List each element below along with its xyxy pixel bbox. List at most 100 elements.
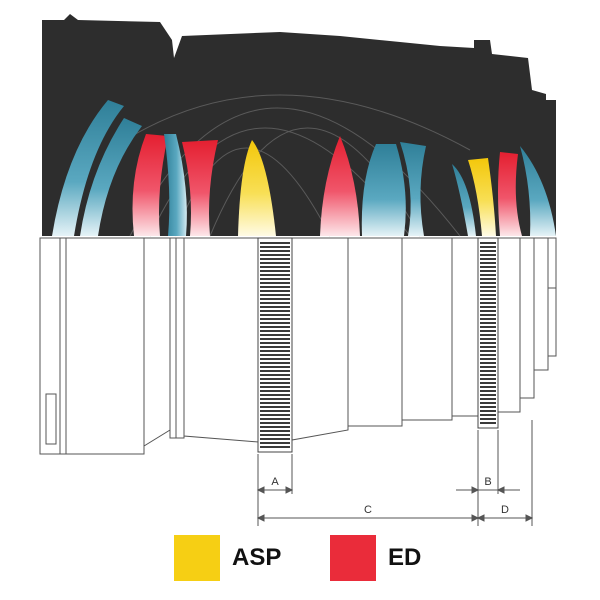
focus-ring [257, 237, 293, 453]
grip-rib [260, 282, 290, 284]
grip-rib [260, 246, 290, 248]
grip-rib [260, 394, 290, 396]
grip-rib [480, 422, 496, 424]
grip-rib [480, 346, 496, 348]
dimension-b-label: B [484, 476, 491, 488]
grip-rib [260, 434, 290, 436]
grip-rib [480, 270, 496, 272]
legend-swatch-ed [330, 535, 376, 581]
grip-rib [480, 250, 496, 252]
grip-rib [260, 334, 290, 336]
grip-rib [260, 270, 290, 272]
grip-rib [260, 370, 290, 372]
lens-element-5-ed [182, 140, 218, 236]
grip-rib [480, 378, 496, 380]
grip-rib [260, 366, 290, 368]
grip-rib [260, 358, 290, 360]
grip-rib [480, 398, 496, 400]
grip-rib [480, 354, 496, 356]
lens-element-3-ed [132, 134, 168, 236]
grip-rib [260, 346, 290, 348]
grip-rib [260, 430, 290, 432]
grip-rib [480, 386, 496, 388]
grip-rib [480, 326, 496, 328]
grip-rib [480, 266, 496, 268]
grip-rib [480, 370, 496, 372]
grip-rib [480, 306, 496, 308]
grip-rib [480, 298, 496, 300]
grip-rib [480, 322, 496, 324]
grip-rib [480, 366, 496, 368]
grip-rib [480, 246, 496, 248]
grip-rib [480, 338, 496, 340]
grip-rib [260, 414, 290, 416]
grip-rib [260, 418, 290, 420]
legend-item-asp: ASP [174, 535, 281, 581]
grip-rib [480, 314, 496, 316]
grip-rib [480, 318, 496, 320]
grip-rib [260, 318, 290, 320]
grip-rib [260, 374, 290, 376]
lens-element-9 [400, 142, 426, 236]
aperture-ring-ribs [480, 242, 496, 424]
grip-rib [480, 402, 496, 404]
grip-rib [260, 442, 290, 444]
lens-element-group-middle [238, 136, 426, 236]
grip-rib [480, 374, 496, 376]
grip-rib [260, 286, 290, 288]
legend-swatch-asp [174, 535, 220, 581]
lens-element-12-ed [498, 152, 522, 236]
grip-rib [260, 254, 290, 256]
grip-rib [480, 258, 496, 260]
grip-rib [480, 282, 496, 284]
grip-rib [260, 326, 290, 328]
grip-rib [260, 274, 290, 276]
grip-rib [260, 262, 290, 264]
dimension-a-label: A [271, 476, 279, 488]
grip-rib [260, 390, 290, 392]
grip-rib [260, 322, 290, 324]
lens-element-2 [80, 118, 142, 236]
grip-rib [260, 422, 290, 424]
grip-rib [480, 302, 496, 304]
grip-rib [480, 390, 496, 392]
focus-ring-ribs [260, 242, 290, 448]
aperture-ring [477, 237, 499, 429]
grip-rib [480, 362, 496, 364]
lens-element-6-asp [238, 140, 276, 236]
grip-rib [480, 382, 496, 384]
grip-rib [480, 342, 496, 344]
grip-rib [480, 278, 496, 280]
lens-element-10 [452, 164, 476, 236]
grip-rib [480, 290, 496, 292]
grip-rib [260, 350, 290, 352]
grip-rib [480, 330, 496, 332]
grip-rib [260, 354, 290, 356]
grip-rib [480, 242, 496, 244]
legend-label-asp: ASP [232, 544, 282, 571]
grip-rib [480, 274, 496, 276]
lens-element-11-asp [468, 158, 496, 236]
grip-rib [260, 330, 290, 332]
grip-rib [480, 410, 496, 412]
lens-element-1 [52, 100, 124, 236]
grip-rib [480, 286, 496, 288]
grip-rib [260, 338, 290, 340]
grip-rib [260, 406, 290, 408]
grip-rib [260, 426, 290, 428]
grip-rib [260, 258, 290, 260]
dimension-lines [256, 420, 534, 526]
grip-rib [260, 382, 290, 384]
grip-rib [260, 242, 290, 244]
grip-rib [260, 410, 290, 412]
grip-rib [260, 438, 290, 440]
grip-rib [260, 362, 290, 364]
legend-label-ed: ED [388, 544, 422, 571]
lens-element-group-rear [452, 146, 556, 236]
grip-rib [260, 298, 290, 300]
grip-rib [260, 446, 290, 448]
grip-rib [260, 266, 290, 268]
grip-rib [260, 306, 290, 308]
grip-rib [480, 394, 496, 396]
